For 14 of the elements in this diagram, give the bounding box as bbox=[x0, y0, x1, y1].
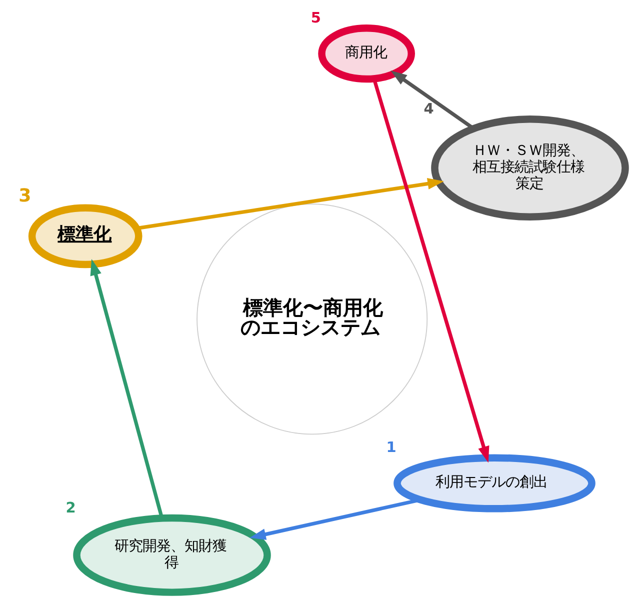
node-label: 4 bbox=[423, 102, 434, 118]
arrow bbox=[136, 178, 444, 230]
node-ellipse: 標準化 bbox=[28, 204, 142, 268]
node-label: 5 bbox=[310, 10, 320, 26]
node-ellipse: 利用モデルの創出 bbox=[393, 454, 595, 512]
node-ellipse: 研究開発、知財獲得 bbox=[72, 514, 270, 596]
node-label: 3 bbox=[18, 186, 31, 207]
node-circle: 標準化〜商用化のエコシステム bbox=[196, 204, 428, 435]
node-label: 1 bbox=[386, 440, 396, 456]
node-ellipse: 商用化 bbox=[318, 24, 414, 83]
arrow bbox=[372, 78, 489, 463]
node-label: 2 bbox=[65, 500, 76, 516]
arrow bbox=[248, 498, 420, 540]
node-ellipse: ＨＷ・ＳＷ開発、相互接続試験仕様策定 bbox=[430, 116, 628, 220]
